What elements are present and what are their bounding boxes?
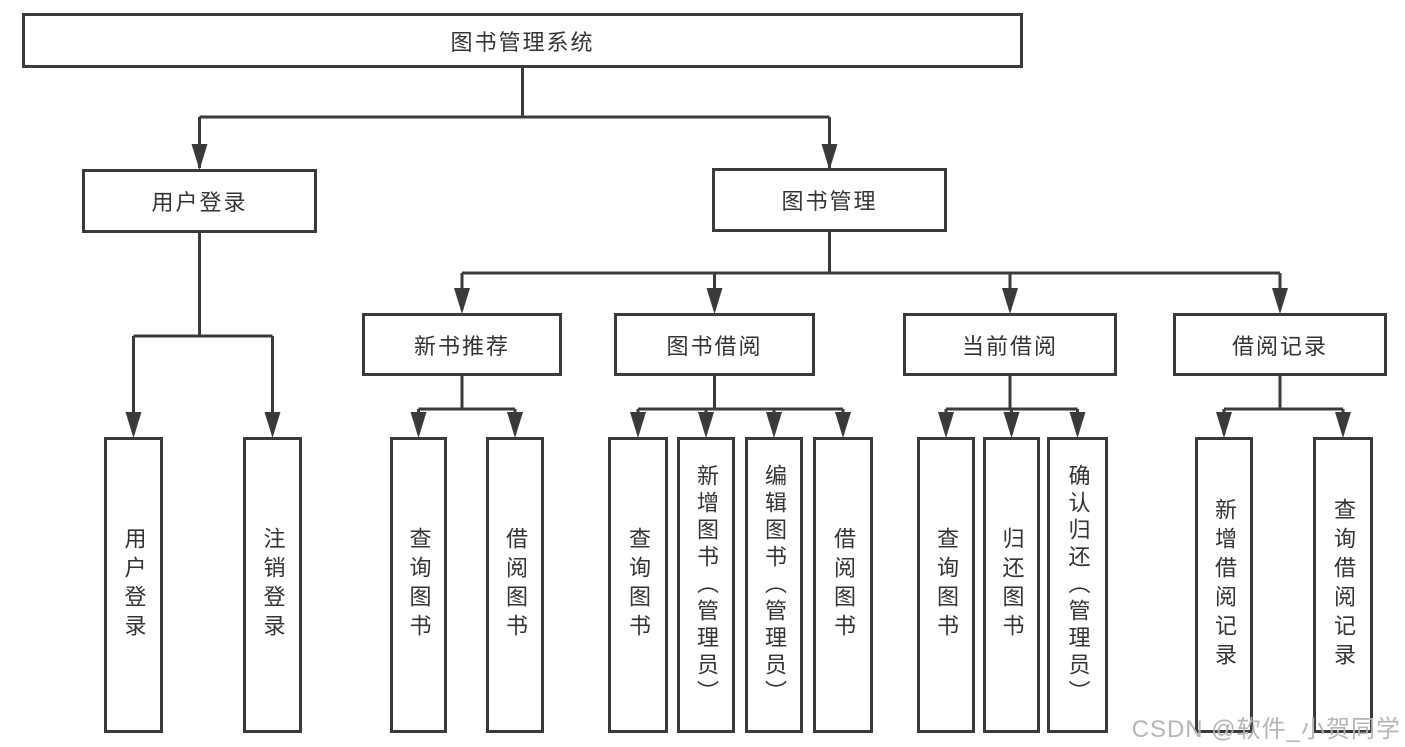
- leaf-query-books-current: 查询图书: [917, 437, 975, 733]
- node-label: 查询图书: [934, 527, 959, 643]
- node-label: 用户登录: [151, 190, 248, 215]
- node-label: 图书借阅: [666, 333, 763, 359]
- node-book-management: 图书管理: [712, 168, 947, 232]
- leaf-borrow-books-borrowing: 借阅图书: [813, 437, 873, 733]
- connector-path: [132, 68, 1345, 434]
- leaf-logout: 注销登录: [243, 437, 302, 733]
- csdn-watermark: CSDN @软件_小贺同学: [1131, 716, 1401, 743]
- node-label: 新书推荐: [413, 333, 510, 359]
- node-library-management-system: 图书管理系统: [22, 13, 1023, 68]
- node-label: 当前借阅: [961, 333, 1058, 359]
- node-label: 新增图书（管理员）: [694, 463, 719, 707]
- node-user-login: 用户登录: [82, 169, 317, 233]
- leaf-user-login: 用户登录: [104, 437, 163, 733]
- node-label: 归还图书: [999, 527, 1025, 643]
- leaf-add-borrow-record: 新增借阅记录: [1195, 437, 1253, 733]
- node-label: 图书管理系统: [450, 29, 595, 55]
- leaf-query-books-borrowing: 查询图书: [608, 437, 668, 733]
- leaf-confirm-return-admin: 确认归还（管理员）: [1047, 437, 1108, 733]
- node-current-borrowing: 当前借阅: [903, 313, 1117, 376]
- node-label: 借阅记录: [1231, 333, 1328, 359]
- leaf-query-borrow-record: 查询借阅记录: [1313, 437, 1373, 733]
- node-label: 借阅图书: [831, 527, 856, 643]
- leaf-edit-books-admin: 编辑图书（管理员）: [745, 437, 803, 733]
- leaf-query-books-recommend: 查询图书: [390, 437, 447, 733]
- node-label: 用户登录: [121, 527, 147, 643]
- leaf-return-books: 归还图书: [983, 437, 1040, 733]
- node-borrowing-records: 借阅记录: [1173, 313, 1387, 376]
- node-label: 查询图书: [626, 527, 651, 643]
- node-label: 新增借阅记录: [1212, 498, 1237, 672]
- node-label: 借阅图书: [503, 527, 528, 643]
- node-new-book-recommendation: 新书推荐: [362, 313, 562, 376]
- leaf-borrow-books-recommend: 借阅图书: [486, 437, 544, 733]
- node-label: 注销登录: [260, 527, 286, 643]
- node-label: 查询图书: [406, 527, 432, 643]
- node-label: 查询借阅记录: [1331, 498, 1356, 672]
- node-label: 图书管理: [781, 189, 878, 214]
- node-label: 编辑图书（管理员）: [762, 463, 787, 707]
- node-label: 确认归还（管理员）: [1065, 463, 1091, 707]
- node-book-borrowing: 图书借阅: [614, 313, 815, 376]
- leaf-add-books-admin: 新增图书（管理员）: [677, 437, 735, 733]
